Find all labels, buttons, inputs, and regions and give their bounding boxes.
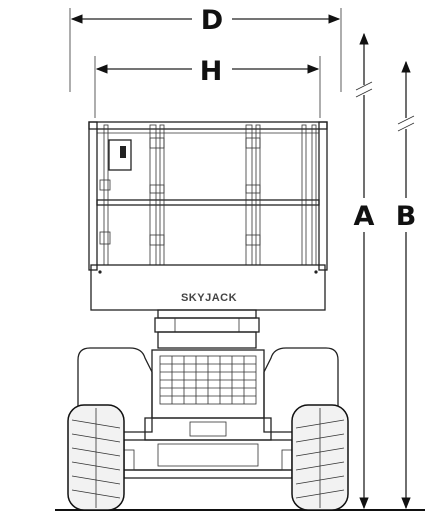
scissor-arm-middle [154, 317, 260, 333]
chassis-grille [159, 355, 257, 405]
control-box-joystick [120, 146, 126, 158]
guardrail-inner-post-5 [255, 124, 261, 266]
guardrail-right-post [318, 121, 328, 271]
guardrail-assembly [88, 121, 328, 271]
left-wheel [67, 404, 125, 511]
dimension-a-break-mark-1 [355, 81, 373, 91]
chassis-left-fender [77, 347, 153, 433]
right-wheel [291, 404, 349, 511]
chassis [77, 347, 339, 479]
guardrail-latch-left-lower [99, 231, 111, 245]
guardrail-clamp-3 [149, 234, 165, 246]
dimension-h-label: H [200, 56, 223, 87]
guardrail-latch-left [99, 179, 111, 191]
platform-bolt-left [98, 270, 102, 274]
platform-brand-logo: SKYJACK [181, 292, 237, 304]
guardrail-clamp-6 [149, 137, 165, 149]
guardrail-clamp-2 [245, 184, 261, 194]
scissor-stack [154, 309, 260, 349]
dimension-b-label: B [396, 201, 417, 232]
platform-bolt-right [314, 270, 318, 274]
chassis-axle-housing [157, 443, 259, 467]
dimension-a-label: A [354, 201, 375, 232]
dimension-b-break-mark-1 [397, 115, 415, 125]
guardrail-mid-rail [96, 199, 320, 206]
guardrail-inner-post-6 [301, 124, 307, 266]
dimension-d-label: D [201, 5, 223, 36]
guardrail-inner-post-2 [149, 124, 157, 266]
guardrail-inner-post-7 [311, 124, 317, 266]
chassis-bottom-rail [123, 469, 293, 479]
control-box [108, 139, 132, 171]
chassis-axle-frame [123, 439, 293, 471]
scissor-arm-lower [157, 331, 257, 349]
guardrail-top-rail [88, 121, 328, 130]
guardrail-clamp-1 [149, 184, 165, 194]
dimension-b-break-mark-2 [397, 122, 415, 132]
guardrail-inner-post-4 [245, 124, 253, 266]
chassis-lower-frame [144, 417, 272, 441]
guardrail-left-post [88, 121, 98, 271]
guardrail-inner-post-3 [159, 124, 165, 266]
chassis-right-fender [263, 347, 339, 433]
dimension-b: B [396, 60, 417, 510]
chassis-drive-unit [189, 421, 227, 437]
platform-deck: SKYJACK [90, 264, 326, 311]
dimension-h: H [94, 56, 321, 118]
guardrail-clamp-5 [245, 137, 261, 149]
dimension-a-break-mark-2 [355, 88, 373, 98]
dimension-d: D [69, 5, 342, 92]
dimension-a: A [354, 32, 375, 510]
scissor-arm-top [157, 309, 257, 319]
guardrail-clamp-4 [245, 234, 261, 246]
